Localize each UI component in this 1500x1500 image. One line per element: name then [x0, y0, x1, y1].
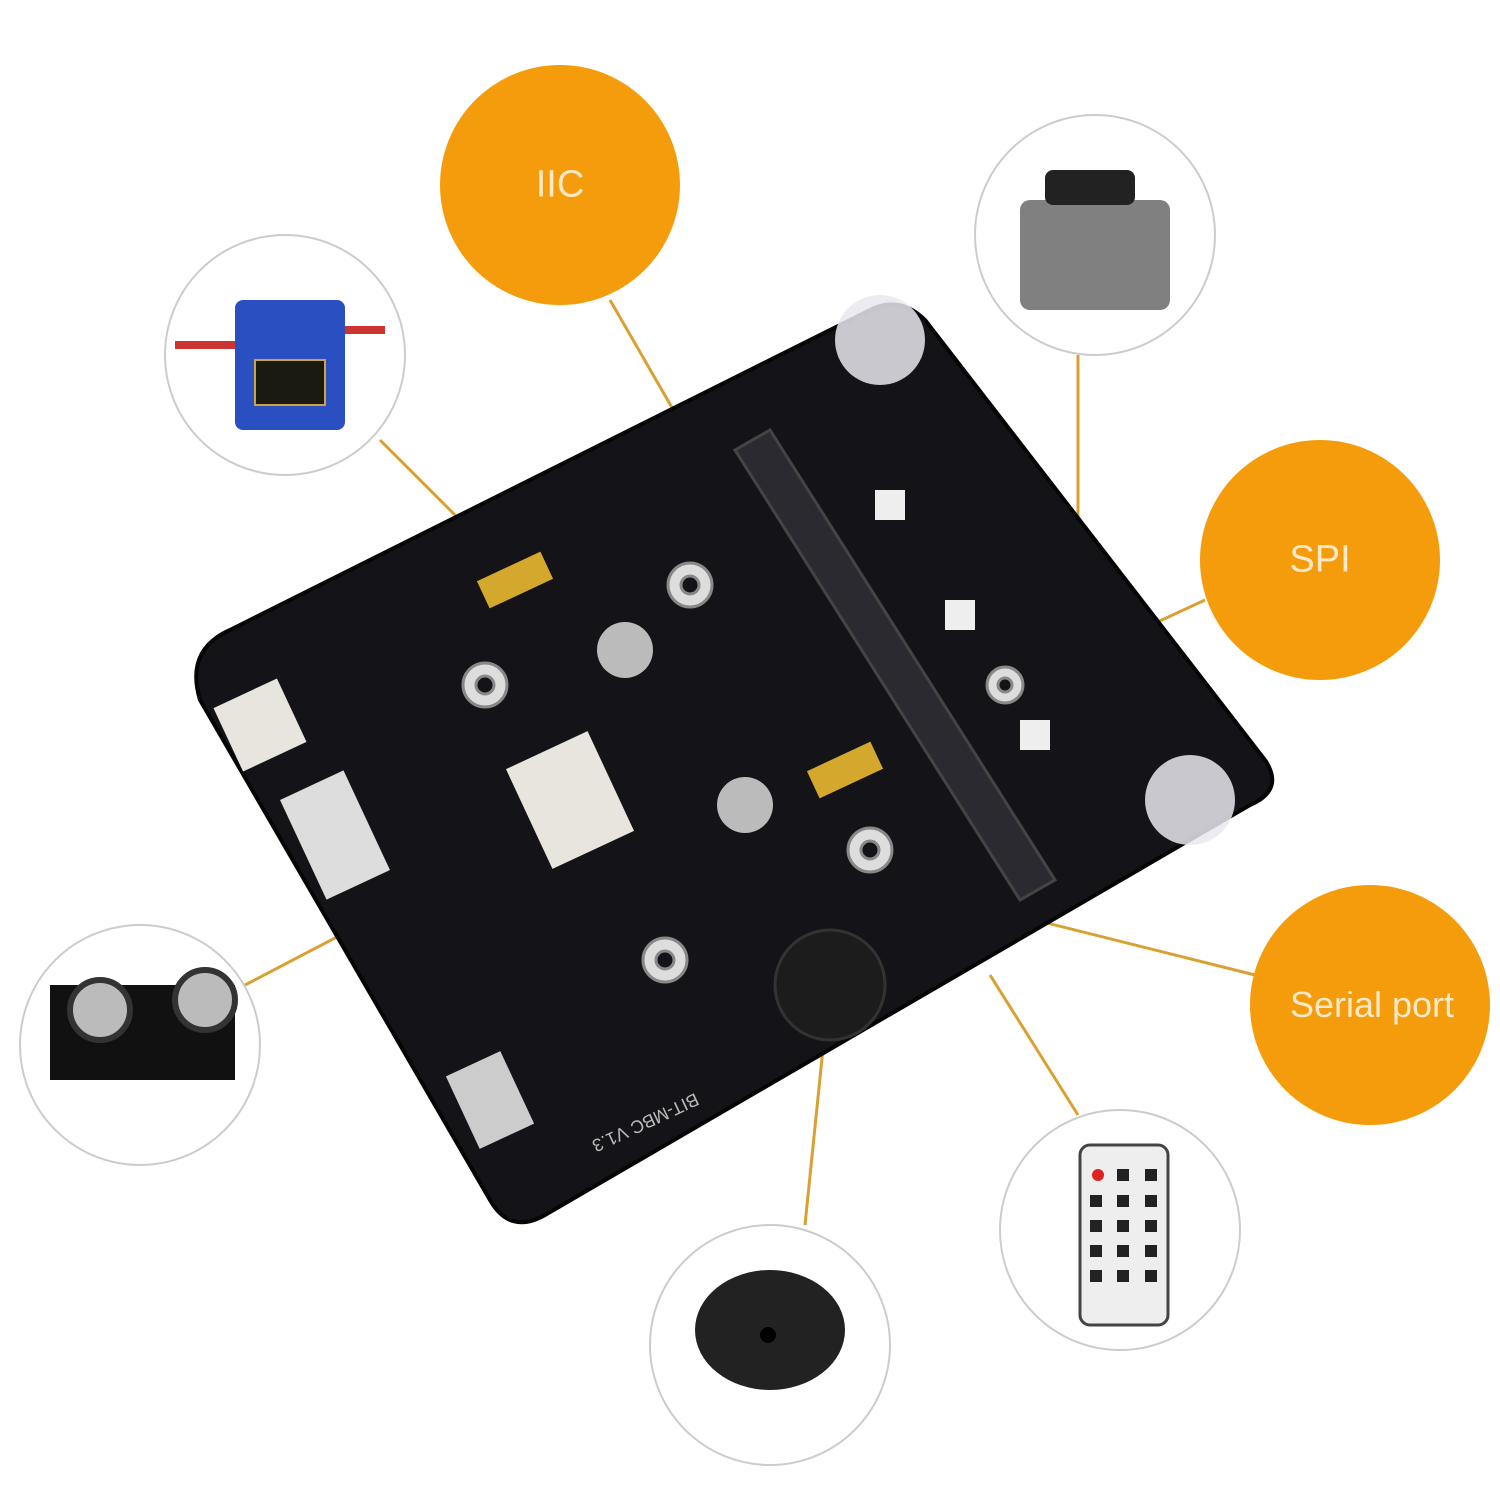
power-connector	[213, 678, 307, 772]
spi-badge	[1200, 440, 1440, 680]
ir-receiver-callout	[974, 114, 1216, 356]
serial-port-label: Serial port	[1289, 984, 1455, 1025]
spi-label: SPI	[1289, 538, 1351, 581]
serial-badge	[1250, 885, 1490, 1125]
buzzer-callout	[649, 1224, 891, 1466]
ir-led	[1145, 755, 1235, 845]
ultrasonic-callout	[19, 924, 261, 1166]
pcb-board: BIT-MBC V1.3	[194, 295, 1275, 1225]
rgb-led	[875, 490, 905, 520]
remote-line	[988, 974, 1080, 1116]
ir-remote-callout	[999, 1109, 1241, 1351]
white-connector	[505, 731, 635, 869]
capacitor	[597, 622, 653, 678]
servo-callout	[164, 234, 406, 476]
usb-port	[445, 1051, 535, 1149]
spi-pin-header	[806, 741, 884, 799]
iic-label: IIC	[535, 163, 585, 206]
power-switch	[280, 770, 390, 900]
microbit-slot	[732, 427, 1058, 903]
iic-pin-header	[476, 551, 554, 609]
capacitor	[717, 777, 773, 833]
buzzer-component	[773, 928, 887, 1042]
ir-receiver-icon	[1020, 200, 1170, 310]
ir-led	[835, 295, 925, 385]
mounting-holes	[461, 561, 1025, 984]
rgb-led	[945, 600, 975, 630]
iic-badge	[440, 65, 680, 305]
rgb-led	[1020, 720, 1050, 750]
